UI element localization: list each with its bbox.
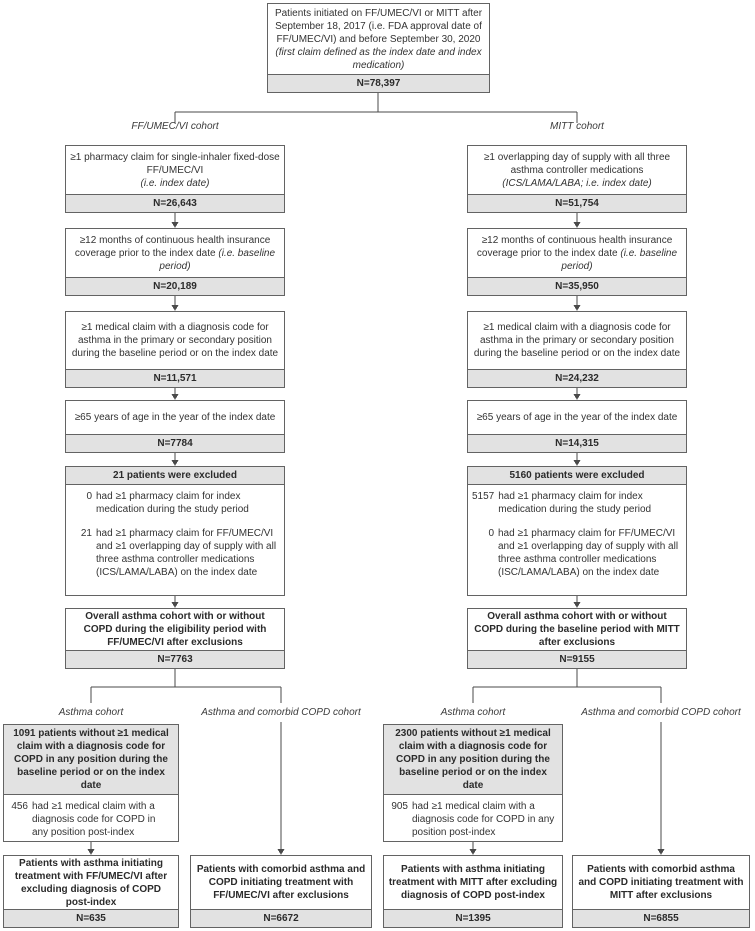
n-count: N=6672 [191, 909, 371, 927]
label-asthma-cohort-mitt: Asthma cohort [440, 707, 506, 718]
label-asthma-copd-cohort-mitt: Asthma and comorbid COPD cohort [581, 707, 741, 718]
n-count: N=35,950 [468, 277, 686, 295]
box-right-overall-cohort: Overall asthma cohort with or without CO… [467, 608, 687, 669]
box-left-asthma-claim: ≥1 medical claim with a diagnosis code f… [65, 311, 285, 388]
box-left-pharmacy-claim: ≥1 pharmacy claim for single-inhaler fix… [65, 145, 285, 213]
box-right-overlapping-supply: ≥1 overlapping day of supply with all th… [467, 145, 687, 213]
n-count: N=78,397 [268, 74, 489, 92]
box-copd-exclusion-ffumecvi: 1091 patients without ≥1 medical claim w… [3, 724, 179, 842]
n-count: N=9155 [468, 650, 686, 668]
box-right-asthma-claim: ≥1 medical claim with a diagnosis code f… [467, 311, 687, 388]
exclusion-count: 905 [391, 801, 408, 812]
baseline-period-note: (i.e. baseline period) [561, 247, 678, 272]
box-right-age-criterion: ≥65 years of age in the year of the inde… [467, 400, 687, 453]
n-count: N=20,189 [66, 277, 284, 295]
baseline-period-note: (i.e. baseline period) [159, 247, 276, 272]
exclusion-header: 2300 patients without ≥1 medical claim w… [384, 725, 562, 795]
exclusion-item: 0 had ≥1 pharmacy claim for FF/UMEC/VI a… [472, 527, 683, 579]
exclusion-item: 456 had ≥1 medical claim with a diagnosi… [8, 800, 175, 839]
box-right-continuous-coverage: ≥12 months of continuous health insuranc… [467, 228, 687, 296]
n-count: N=635 [4, 909, 178, 927]
exclusion-count: 0 [488, 528, 494, 539]
exclusion-header: 5160 patients were excluded [468, 467, 686, 485]
index-definition-note: (first claim defined as the index date a… [275, 46, 482, 71]
box-copd-exclusion-mitt: 2300 patients without ≥1 medical claim w… [383, 724, 563, 842]
exclusion-header: 1091 patients without ≥1 medical claim w… [4, 725, 178, 795]
n-count: N=6855 [573, 909, 749, 927]
n-count: N=26,643 [66, 194, 284, 212]
box-initial-population-text: Patients initiated on FF/UMEC/VI or MITT… [274, 7, 483, 71]
n-count: N=51,754 [468, 194, 686, 212]
exclusion-count: 456 [11, 801, 28, 812]
exclusion-item: 0 had ≥1 pharmacy claim for index medica… [70, 490, 281, 516]
box-final-asthma-mitt: Patients with asthma initiating treatmen… [383, 855, 563, 928]
n-count: N=24,232 [468, 369, 686, 387]
label-mitt-cohort: MITT cohort [550, 121, 604, 132]
n-count: N=11,571 [66, 369, 284, 387]
exclusion-count: 5157 [472, 491, 495, 502]
exclusion-item: 21 had ≥1 pharmacy claim for FF/UMEC/VI … [70, 527, 281, 579]
box-final-asthma-copd-mitt: Patients with comorbid asthma and COPD i… [572, 855, 750, 928]
n-count: N=14,315 [468, 434, 686, 452]
label-asthma-copd-cohort-ffumecvi: Asthma and comorbid COPD cohort [201, 707, 361, 718]
exclusion-count: 21 [80, 528, 92, 539]
box-final-asthma-ffumecvi: Patients with asthma initiating treatmen… [3, 855, 179, 928]
box-left-continuous-coverage: ≥12 months of continuous health insuranc… [65, 228, 285, 296]
label-asthma-cohort-ffumecvi: Asthma cohort [58, 707, 124, 718]
exclusion-item: 5157 had ≥1 pharmacy claim for index med… [472, 491, 652, 515]
exclusion-count: 0 [86, 491, 92, 502]
index-date-note: (ICS/LAMA/LABA; i.e. index date) [502, 177, 652, 189]
index-date-note: (i.e. index date) [140, 177, 210, 189]
n-count: N=7784 [66, 434, 284, 452]
box-final-asthma-copd-ffumecvi: Patients with comorbid asthma and COPD i… [190, 855, 372, 928]
exclusion-item: 905 had ≥1 medical claim with a diagnosi… [388, 800, 559, 839]
box-initial-population: Patients initiated on FF/UMEC/VI or MITT… [267, 3, 490, 93]
label-ffumecvi-cohort: FF/UMEC/VI cohort [131, 121, 219, 132]
box-left-age-criterion: ≥65 years of age in the year of the inde… [65, 400, 285, 453]
n-count: N=1395 [384, 909, 562, 927]
n-count: N=7763 [66, 650, 284, 668]
box-right-exclusions: 5160 patients were excluded 5157 had ≥1 … [467, 466, 687, 596]
box-left-overall-cohort: Overall asthma cohort with or without CO… [65, 608, 285, 669]
box-left-exclusions: 21 patients were excluded 0 had ≥1 pharm… [65, 466, 285, 596]
exclusion-header: 21 patients were excluded [66, 467, 284, 485]
